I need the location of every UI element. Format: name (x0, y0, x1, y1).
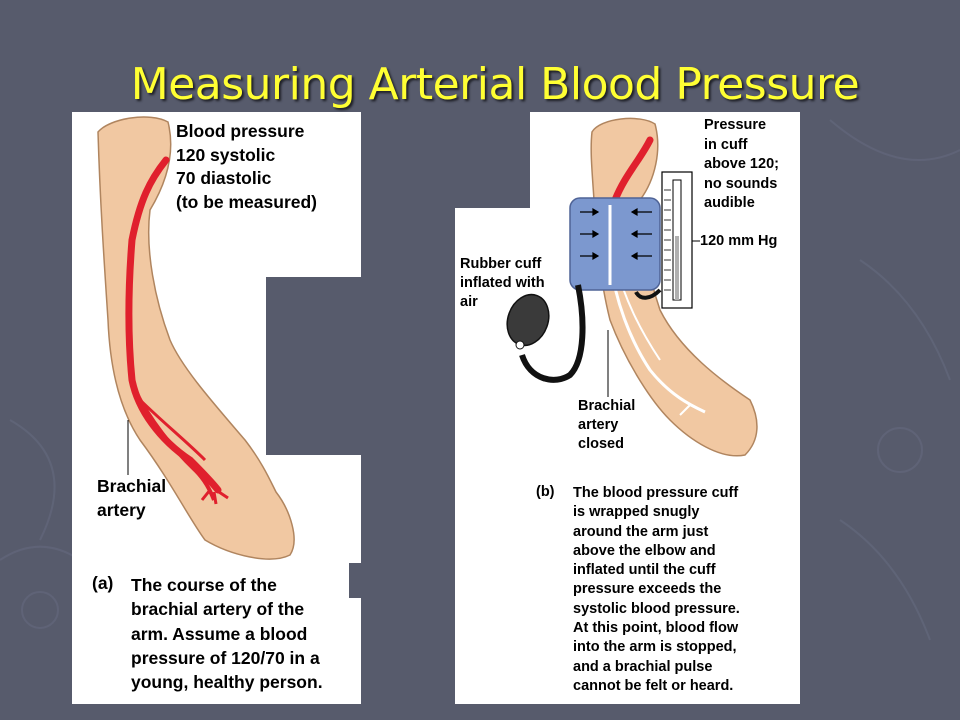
caption-line: above the elbow and (573, 542, 716, 559)
caption-letter-a: (a) (92, 573, 114, 593)
caption-line: into the arm is stopped, (573, 639, 737, 656)
caption-b: The blood pressure cuff is wrapped snugl… (573, 484, 740, 696)
caption-line: cannot be felt or heard. (573, 677, 734, 694)
artery-label-line: artery (578, 417, 619, 433)
brachial-artery-label-b: Brachial artery closed (578, 397, 635, 454)
inflation-bulb (506, 284, 586, 383)
caption-line: around the arm just (573, 523, 709, 540)
cuff-label-line: air (460, 294, 478, 310)
cuff-label-line: inflated with (460, 275, 545, 291)
bp-line: Blood pressure (176, 121, 305, 141)
artery-label-line: closed (578, 436, 624, 452)
caption-line: pressure exceeds the (573, 581, 722, 598)
caption-line: pressure of 120/70 in a (131, 647, 320, 668)
gauge-reading-label: 120 mm Hg (700, 233, 778, 249)
caption-line: brachial artery of the (131, 599, 305, 620)
pressure-line: Pressure (704, 117, 767, 133)
cuff-pressure-label: Pressure in cuff above 120; no sounds au… (704, 116, 779, 214)
slide-title: Measuring Arterial Blood Pressure (130, 59, 860, 111)
caption-line: systolic blood pressure. (573, 600, 740, 617)
caption-line: arm. Assume a blood (131, 623, 308, 644)
caption-line: inflated until the cuff (573, 562, 716, 579)
bp-line: 120 systolic (176, 144, 276, 165)
caption-letter-b: (b) (536, 484, 555, 500)
caption-line: is wrapped snugly (573, 504, 700, 521)
panel-b-background (455, 112, 800, 704)
caption-line: The course of the (131, 575, 277, 595)
caption-line: young, healthy person. (131, 672, 323, 693)
caption-line: At this point, blood flow (573, 620, 739, 637)
cuff-label-line: Rubber cuff (460, 256, 542, 272)
pressure-line: audible (704, 195, 755, 211)
artery-label-line: Brachial (578, 398, 636, 414)
pressure-line: no sounds (704, 175, 778, 192)
rubber-cuff-label: Rubber cuff inflated with air (460, 255, 545, 312)
blood-pressure-cuff (569, 197, 661, 291)
caption-line: The blood pressure cuff (573, 485, 739, 501)
mercury-manometer (634, 171, 700, 309)
caption-line: and a brachial pulse (573, 658, 713, 675)
artery-label-line: artery (97, 499, 146, 520)
blood-pressure-label: Blood pressure 120 systolic 70 diastolic… (176, 120, 317, 214)
arm-illustration-a (97, 116, 295, 560)
artery-label-line: Brachial (97, 476, 167, 496)
caption-a: The course of the brachial artery of the… (131, 573, 323, 694)
bp-line: 70 diastolic (176, 168, 272, 188)
pressure-line: in cuff (704, 136, 748, 153)
brachial-artery-label-a: Brachial artery (97, 475, 166, 522)
bp-line: (to be measured) (176, 191, 317, 212)
pressure-line: above 120; (704, 156, 779, 172)
